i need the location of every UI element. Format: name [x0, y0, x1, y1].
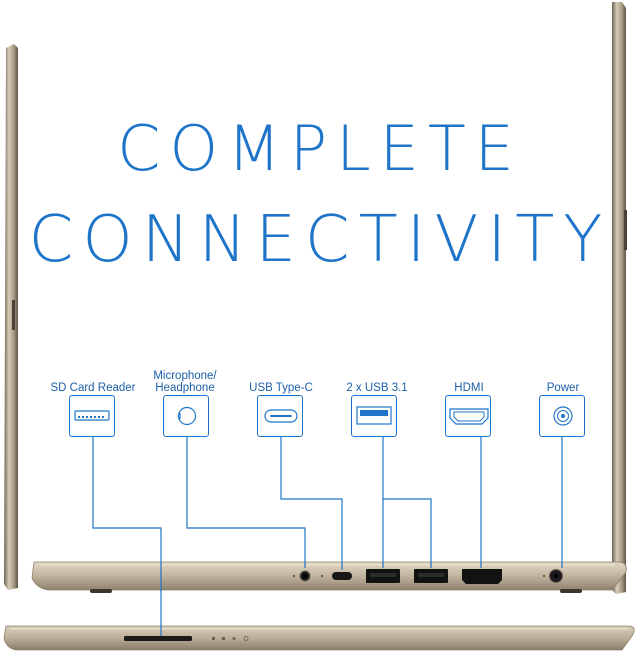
side-ports	[292, 569, 563, 584]
usb-c-icon	[257, 395, 303, 437]
connector-lines	[92, 437, 563, 636]
port-label-power: Power	[546, 382, 580, 394]
sd-card-icon	[69, 395, 115, 437]
port-label-usb-3-1: 2 x USB 3.1	[346, 382, 408, 394]
audio-jack-icon	[163, 395, 209, 437]
port-label-usb-type-c: USB Type-C	[249, 382, 313, 394]
laptop-base-side	[31, 561, 627, 593]
headline-line-2: CONNECTIVITY	[28, 203, 612, 277]
left-lid-edge	[4, 44, 18, 590]
right-lid-edge	[612, 2, 627, 594]
usb-a-icon	[351, 395, 397, 437]
port-label-microphone-headphone: Microphone/ Headphone	[153, 370, 217, 394]
laptop-front-edge	[3, 625, 635, 651]
port-label-sd-card-reader: SD Card Reader	[50, 382, 136, 394]
headline-line-1: COMPLETE	[117, 112, 523, 185]
port-label-hdmi: HDMI	[454, 382, 484, 394]
hdmi-icon	[445, 395, 491, 437]
power-jack-icon	[539, 395, 585, 437]
